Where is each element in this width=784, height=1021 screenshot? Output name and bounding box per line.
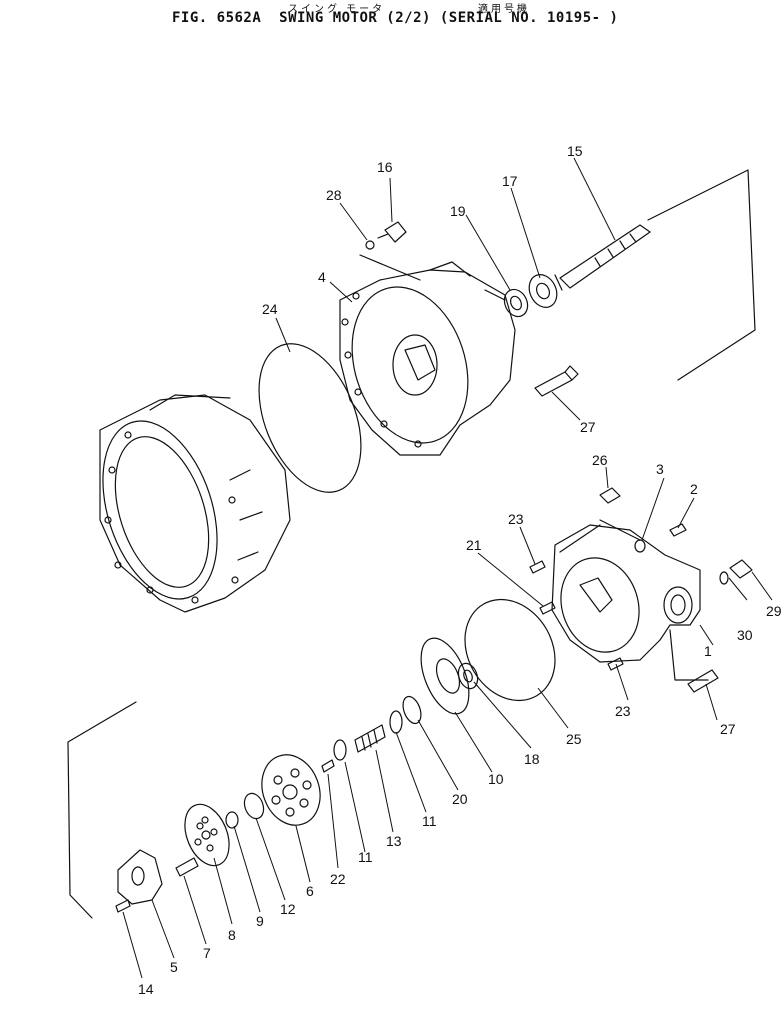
plug-26 bbox=[599, 487, 621, 504]
part-label-26[interactable]: 26 bbox=[592, 452, 608, 468]
flange-casing-4 bbox=[339, 261, 516, 456]
part-label-27-lower[interactable]: 27 bbox=[720, 721, 736, 737]
pin-14 bbox=[115, 899, 131, 913]
part-label-3[interactable]: 3 bbox=[656, 461, 664, 477]
part-label-11-left[interactable]: 11 bbox=[358, 849, 373, 865]
collar-9 bbox=[225, 811, 239, 829]
part-label-13[interactable]: 13 bbox=[386, 833, 402, 849]
reference-line-3 bbox=[559, 519, 641, 553]
o-ring-28 bbox=[365, 240, 375, 250]
seal-3 bbox=[634, 539, 646, 553]
part-label-17[interactable]: 17 bbox=[502, 173, 518, 189]
part-label-2[interactable]: 2 bbox=[690, 481, 698, 497]
part-label-25[interactable]: 25 bbox=[566, 731, 582, 747]
part-label-22[interactable]: 22 bbox=[330, 871, 346, 887]
japanese-applicable-models: 適用号機 bbox=[478, 4, 530, 15]
o-ring-24 bbox=[258, 343, 362, 493]
spring-13 bbox=[354, 724, 386, 753]
pin-21 bbox=[539, 601, 556, 615]
reference-bracket-lower bbox=[67, 701, 137, 919]
part-label-12[interactable]: 12 bbox=[280, 901, 296, 917]
part-label-4[interactable]: 4 bbox=[318, 269, 326, 285]
plug-29 bbox=[729, 559, 753, 579]
figure-title: FIG. 6562A SWING MOTOR (2/2) (SERIAL NO.… bbox=[172, 10, 619, 26]
part-label-16[interactable]: 16 bbox=[377, 159, 393, 175]
part-label-21[interactable]: 21 bbox=[466, 537, 482, 553]
o-ring-30 bbox=[719, 571, 729, 585]
retainer-plate-8 bbox=[184, 803, 230, 867]
part-label-23-lower[interactable]: 23 bbox=[615, 703, 631, 719]
part-label-5[interactable]: 5 bbox=[170, 959, 178, 975]
part-label-10[interactable]: 10 bbox=[488, 771, 504, 787]
part-label-29[interactable]: 29 bbox=[766, 603, 782, 619]
valve-plate-10 bbox=[420, 637, 470, 715]
valve-cover-1 bbox=[551, 524, 701, 663]
bolt-27-upper bbox=[534, 365, 579, 397]
housing-casting bbox=[99, 394, 291, 613]
part-label-23-upper[interactable]: 23 bbox=[508, 511, 524, 527]
part-label-15[interactable]: 15 bbox=[567, 143, 583, 159]
part-label-7[interactable]: 7 bbox=[203, 945, 211, 961]
japanese-title: スイング モータ bbox=[288, 4, 386, 15]
part-label-27-upper[interactable]: 27 bbox=[580, 419, 596, 435]
plug-2 bbox=[669, 523, 687, 537]
reference-bracket-upper bbox=[647, 169, 756, 381]
part-label-30[interactable]: 30 bbox=[737, 627, 753, 643]
part-label-24[interactable]: 24 bbox=[262, 301, 278, 317]
reference-line-1 bbox=[669, 629, 709, 681]
part-label-1[interactable]: 1 bbox=[704, 643, 712, 659]
part-label-9[interactable]: 9 bbox=[256, 913, 264, 929]
part-label-19[interactable]: 19 bbox=[450, 203, 466, 219]
pin-22 bbox=[321, 759, 335, 773]
bolt-7 bbox=[175, 857, 199, 877]
cylinder-block-6 bbox=[261, 754, 321, 826]
bearing-12 bbox=[243, 792, 265, 820]
ring-11-lower bbox=[333, 739, 347, 761]
pin-23-upper bbox=[529, 560, 546, 574]
snap-ring-20 bbox=[402, 695, 422, 725]
part-label-6[interactable]: 6 bbox=[306, 883, 314, 899]
reference-line-16 bbox=[359, 254, 421, 281]
part-label-14[interactable]: 14 bbox=[138, 981, 154, 997]
pin-23-lower bbox=[607, 657, 624, 671]
leader-lines bbox=[122, 157, 773, 979]
part-label-8[interactable]: 8 bbox=[228, 927, 236, 943]
bolt-27-lower bbox=[687, 669, 719, 693]
part-label-20[interactable]: 20 bbox=[452, 791, 468, 807]
part-label-28[interactable]: 28 bbox=[326, 187, 342, 203]
plug-16 bbox=[377, 221, 407, 243]
o-ring-25 bbox=[464, 598, 556, 702]
part-label-18[interactable]: 18 bbox=[524, 751, 540, 767]
bearing-19 bbox=[503, 288, 529, 318]
part-label-11-right[interactable]: 11 bbox=[422, 813, 437, 829]
diagram-header: スイング モータ 適用号機 FIG. 6562A SWING MOTOR (2/… bbox=[0, 0, 784, 40]
swash-plate-5 bbox=[117, 849, 163, 905]
ring-11-upper bbox=[389, 710, 403, 734]
shaft-15 bbox=[554, 224, 651, 291]
bearing-17 bbox=[528, 274, 558, 308]
